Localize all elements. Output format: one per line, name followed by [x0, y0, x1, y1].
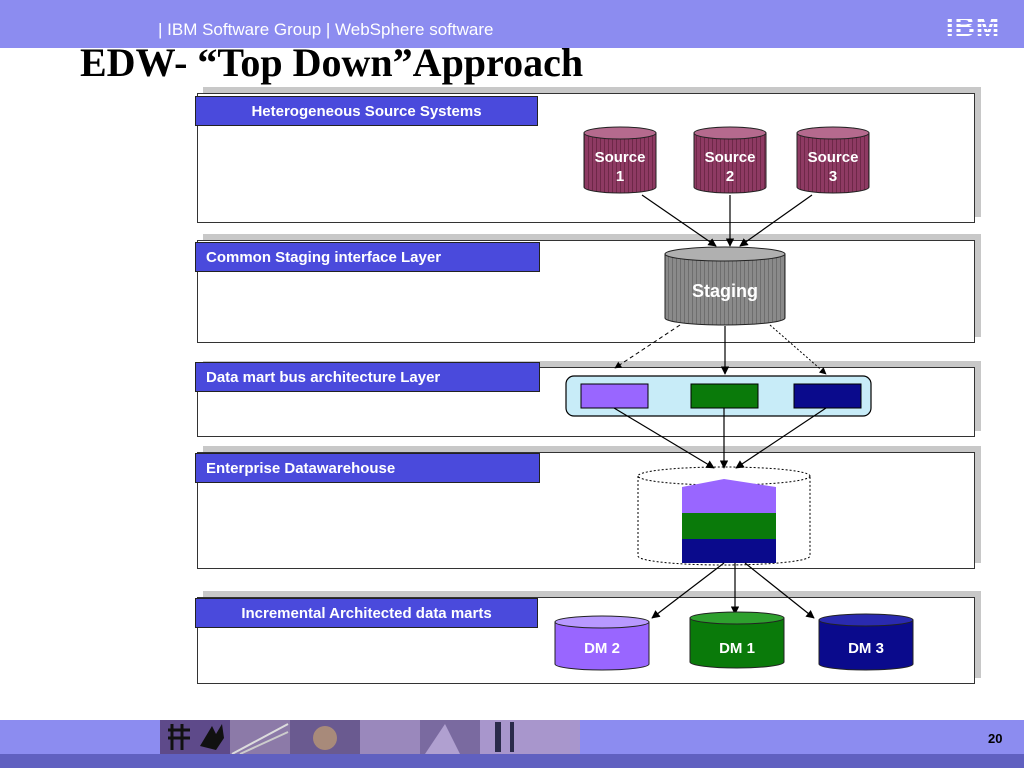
layer-edw-label: Enterprise Datawarehouse: [195, 453, 540, 483]
arrow-edw-dm2: [651, 562, 725, 619]
bus-segment-green: [690, 383, 759, 409]
source-3-cylinder: Source 3: [796, 126, 870, 194]
source-3-label-line1: Source: [808, 149, 859, 166]
staging-label: Staging: [692, 281, 758, 301]
arrow-bus-edw-left: [613, 407, 715, 469]
ibm-logo: IBM: [938, 11, 1008, 42]
layer-bus-label: Data mart bus architecture Layer: [195, 362, 540, 392]
staging-cylinder: Staging: [664, 246, 786, 326]
layer-marts-label: Incremental Architected data marts: [195, 598, 538, 628]
dm2-label: DM 2: [584, 640, 620, 657]
bus-segment-navy: [793, 383, 862, 409]
slide-title: EDW- “Top Down”Approach: [80, 40, 584, 85]
page-number: 20: [988, 731, 1003, 746]
source-1-label-line1: Source: [595, 149, 646, 166]
layer-staging-label: Common Staging interface Layer: [195, 242, 540, 272]
edw-layer-purple: [682, 479, 776, 513]
source-3-label-line2: 3: [829, 168, 837, 185]
source-1-label-line2: 1: [616, 168, 624, 185]
group-label: | IBM Software Group | WebSphere softwar…: [158, 20, 494, 39]
header-bar: [0, 0, 1024, 48]
arrow-staging-bus-left: [614, 324, 681, 369]
source-2-label-line1: Source: [705, 149, 756, 166]
footer-image-strip: [160, 720, 580, 755]
dm1-cylinder: DM 1: [689, 611, 785, 669]
layer-sources-label: Heterogeneous Source Systems: [195, 96, 538, 126]
data-mart-bus: [565, 375, 872, 417]
dm2-cylinder: DM 2: [554, 615, 650, 671]
source-2-cylinder: Source 2: [693, 126, 767, 194]
arrow-staging-bus-right: [769, 324, 827, 375]
arrow-source3-staging: [739, 194, 813, 247]
bus-segment-purple: [580, 383, 649, 409]
ibm-logo-text: IBM: [946, 11, 1000, 42]
dm3-label: DM 3: [848, 640, 884, 657]
edw-layer-green: [682, 513, 776, 539]
source-2-label-line2: 2: [726, 168, 734, 185]
edw-cylinder: [637, 466, 811, 566]
footer-strip: [0, 754, 1024, 768]
arrow-edw-dm3: [744, 562, 815, 619]
edw-layer-navy: [682, 539, 776, 563]
arrow-source1-staging: [641, 194, 717, 247]
dm1-label: DM 1: [719, 640, 755, 657]
dm3-cylinder: DM 3: [818, 613, 914, 671]
arrow-bus-edw-right: [735, 407, 827, 469]
source-1-cylinder: Source 1: [583, 126, 657, 194]
